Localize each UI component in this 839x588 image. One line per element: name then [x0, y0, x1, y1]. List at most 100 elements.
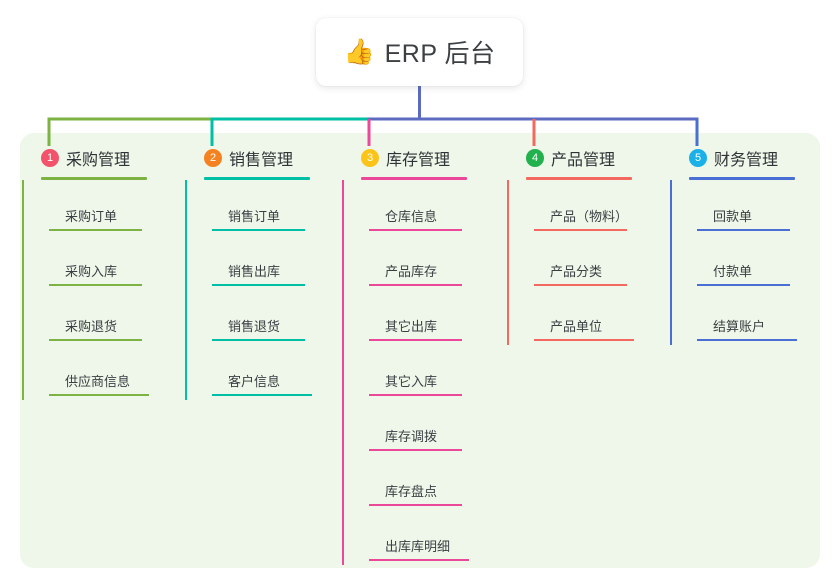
- list-item-underline: [49, 394, 149, 396]
- list-item-label: 采购退货: [65, 319, 118, 334]
- list-item-underline: [49, 229, 142, 231]
- root-label: ERP 后台: [384, 40, 496, 68]
- list-item-label: 仓库信息: [385, 209, 438, 224]
- list-item-underline: [697, 284, 790, 286]
- list-item-label: 其它入库: [385, 374, 438, 389]
- list-item[interactable]: 付款单: [697, 235, 830, 290]
- column-4: 4 产品管理产品（物料） 产品分类产品单位: [507, 146, 667, 345]
- list-item-label: 出库库明细: [385, 539, 451, 554]
- list-item-underline: [369, 504, 462, 506]
- column-underline: [204, 177, 310, 180]
- column-items: 销售订单销售出库销售退货客户信息: [185, 180, 345, 400]
- column-items: 采购订单采购入库采购退货供应商信息: [22, 180, 182, 400]
- column-spine: [185, 180, 187, 400]
- column-items: 产品（物料） 产品分类产品单位: [507, 180, 667, 345]
- list-item[interactable]: 采购退货: [49, 290, 182, 345]
- list-item-label: 销售订单: [228, 209, 281, 224]
- column-title: 产品管理: [551, 152, 616, 169]
- list-item-label: 回款单: [713, 209, 753, 224]
- list-item-label: 供应商信息: [65, 374, 131, 389]
- list-item-underline: [697, 229, 790, 231]
- list-item-label: 库存盘点: [385, 484, 438, 499]
- list-item[interactable]: 采购订单: [49, 180, 182, 235]
- column-spine: [507, 180, 509, 345]
- column-5: 5 财务管理回款单付款单结算账户: [670, 146, 830, 345]
- list-item[interactable]: 结算账户: [697, 290, 830, 345]
- column-spine: [670, 180, 672, 345]
- list-item[interactable]: 客户信息: [212, 345, 345, 400]
- list-item[interactable]: 供应商信息: [49, 345, 182, 400]
- column-badge-icon: 1: [41, 149, 59, 167]
- list-item-label: 产品（物料）: [550, 209, 629, 224]
- column-spine: [342, 180, 344, 565]
- list-item[interactable]: 产品分类: [534, 235, 667, 290]
- list-item[interactable]: 产品（物料）: [534, 180, 667, 235]
- list-item[interactable]: 产品单位: [534, 290, 667, 345]
- list-item-underline: [212, 339, 305, 341]
- list-item-underline: [369, 559, 469, 561]
- column-underline: [41, 177, 147, 180]
- list-item-label: 产品分类: [550, 264, 603, 279]
- column-title: 销售管理: [229, 152, 294, 169]
- list-item-label: 采购入库: [65, 264, 118, 279]
- list-item[interactable]: 采购入库: [49, 235, 182, 290]
- list-item-label: 产品库存: [385, 264, 438, 279]
- list-item-underline: [49, 339, 142, 341]
- list-item[interactable]: 出库库明细: [369, 510, 502, 565]
- list-item-label: 库存调拨: [385, 429, 438, 444]
- column-header-5[interactable]: 5 财务管理: [670, 146, 830, 170]
- column-header-3[interactable]: 3 库存管理: [342, 146, 502, 170]
- column-spine: [22, 180, 24, 400]
- list-item-underline: [369, 229, 462, 231]
- list-item-underline: [49, 284, 142, 286]
- column-2: 2 销售管理销售订单销售出库销售退货客户信息: [185, 146, 345, 400]
- list-item[interactable]: 仓库信息: [369, 180, 502, 235]
- column-items: 仓库信息产品库存其它出库其它入库库存调拨库存盘点出库库明细: [342, 180, 502, 565]
- column-items: 回款单付款单结算账户: [670, 180, 830, 345]
- root-node[interactable]: 👍 ERP 后台: [316, 18, 523, 86]
- list-item-underline: [369, 449, 462, 451]
- list-item-label: 客户信息: [228, 374, 281, 389]
- list-item[interactable]: 产品库存: [369, 235, 502, 290]
- list-item-underline: [212, 284, 305, 286]
- column-1: 1 采购管理采购订单采购入库采购退货供应商信息: [22, 146, 182, 400]
- list-item-label: 付款单: [713, 264, 753, 279]
- list-item-label: 结算账户: [713, 319, 766, 334]
- list-item-underline: [212, 229, 305, 231]
- list-item[interactable]: 其它出库: [369, 290, 502, 345]
- list-item-underline: [534, 284, 627, 286]
- column-badge-icon: 4: [526, 149, 544, 167]
- list-item[interactable]: 销售退货: [212, 290, 345, 345]
- column-badge-icon: 3: [361, 149, 379, 167]
- column-title: 采购管理: [66, 152, 131, 169]
- list-item-underline: [534, 229, 627, 231]
- list-item[interactable]: 库存调拨: [369, 400, 502, 455]
- column-title: 库存管理: [386, 152, 451, 169]
- diagram-panel: [20, 133, 820, 568]
- column-title: 财务管理: [714, 152, 779, 169]
- list-item-label: 销售出库: [228, 264, 281, 279]
- thumbs-up-icon: 👍: [343, 37, 375, 66]
- list-item-underline: [369, 339, 462, 341]
- list-item[interactable]: 销售出库: [212, 235, 345, 290]
- list-item[interactable]: 库存盘点: [369, 455, 502, 510]
- list-item-label: 采购订单: [65, 209, 118, 224]
- column-badge-icon: 5: [689, 149, 707, 167]
- column-header-1[interactable]: 1 采购管理: [22, 146, 182, 170]
- list-item-underline: [212, 394, 312, 396]
- column-underline: [526, 177, 632, 180]
- list-item-label: 产品单位: [550, 319, 603, 334]
- list-item[interactable]: 其它入库: [369, 345, 502, 400]
- list-item-label: 其它出库: [385, 319, 438, 334]
- column-underline: [689, 177, 795, 180]
- column-header-4[interactable]: 4 产品管理: [507, 146, 667, 170]
- list-item[interactable]: 销售订单: [212, 180, 345, 235]
- column-3: 3 库存管理仓库信息产品库存其它出库其它入库库存调拨库存盘点出库库明细: [342, 146, 502, 565]
- list-item-label: 销售退货: [228, 319, 281, 334]
- list-item-underline: [369, 284, 462, 286]
- list-item[interactable]: 回款单: [697, 180, 830, 235]
- list-item-underline: [534, 339, 634, 341]
- column-badge-icon: 2: [204, 149, 222, 167]
- column-header-2[interactable]: 2 销售管理: [185, 146, 345, 170]
